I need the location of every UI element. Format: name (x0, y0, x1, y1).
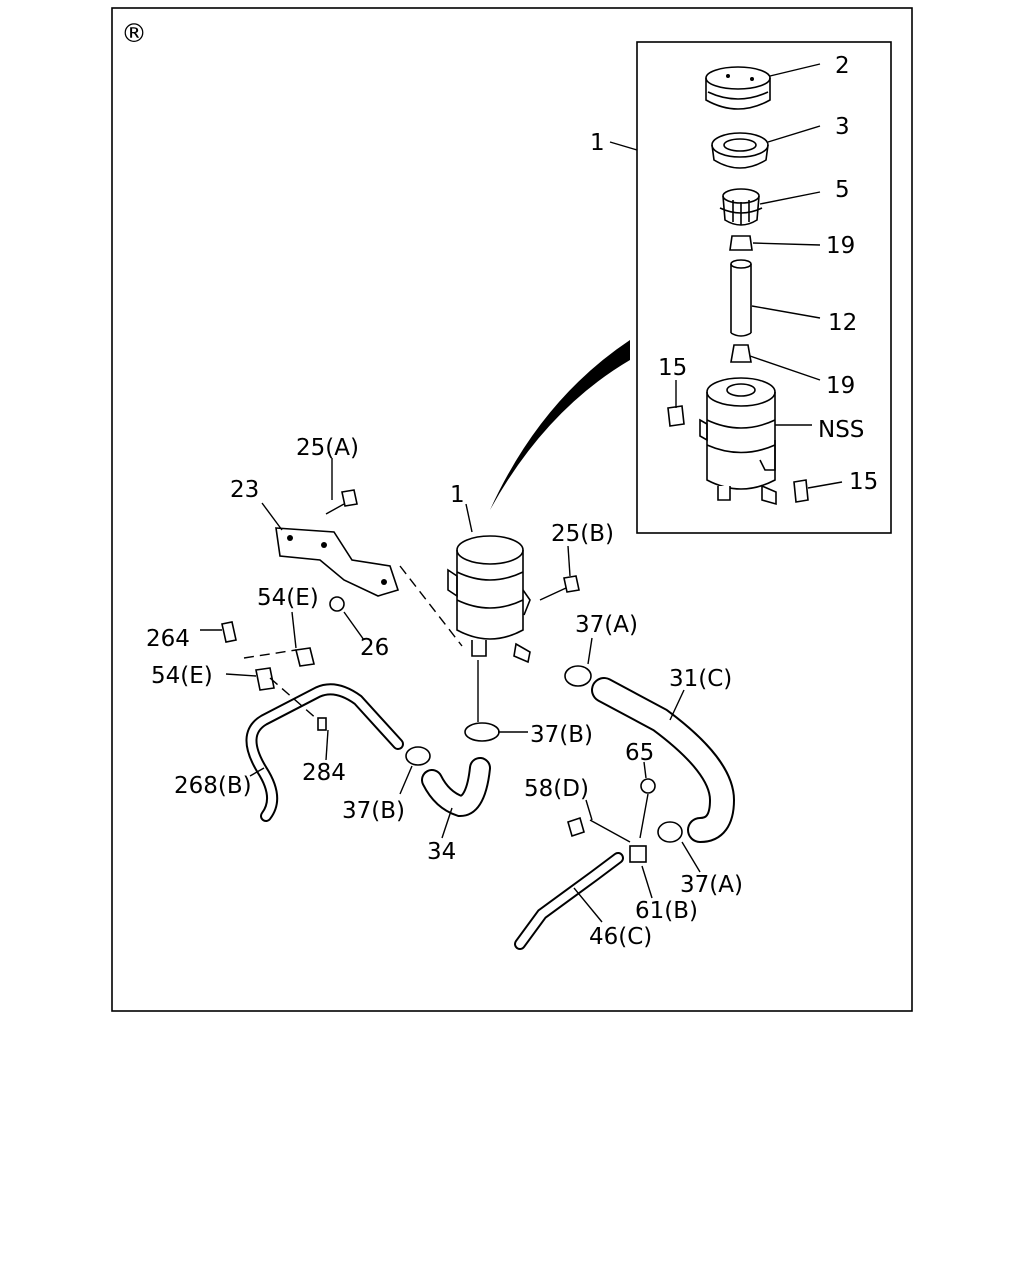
bolt-25b-part (539, 575, 580, 601)
registered-mark: ® (121, 19, 147, 49)
label-31c: 31(C) (669, 666, 732, 692)
label-nss: NSS (818, 417, 864, 443)
label-23: 23 (230, 477, 259, 503)
clip-left-part (667, 405, 685, 427)
strainer-part (719, 188, 763, 226)
label-1-main: 1 (450, 482, 465, 508)
bolt-58d-part (567, 816, 585, 838)
dashed-lines (243, 565, 463, 721)
label-25b: 25(B) (551, 521, 614, 547)
gasket-part (711, 132, 769, 169)
label-25a: 25(A) (296, 435, 359, 461)
fitting-61b-part (629, 845, 647, 863)
label-37b-low: 37(B) (342, 798, 405, 824)
label-37a-top: 37(A) (575, 612, 638, 638)
label-34: 34 (427, 839, 456, 865)
label-12: 12 (828, 310, 857, 336)
inset-callout-sweep (490, 340, 630, 510)
label-46c: 46(C) (589, 924, 652, 950)
label-284: 284 (302, 760, 346, 786)
label-37a-low: 37(A) (680, 872, 743, 898)
clip-right-part (793, 479, 809, 503)
bolt-264-part (221, 621, 237, 643)
label-54e-left: 54(E) (151, 663, 213, 689)
main-reservoir-part (447, 535, 531, 664)
clip-54e-left-part (255, 667, 275, 691)
main-leader-lines (200, 458, 701, 923)
diagram-frame (111, 7, 913, 1012)
bolt-25a-part (325, 489, 358, 515)
label-15-left: 15 (658, 355, 687, 381)
clamp-37b-mid-part (464, 722, 500, 742)
label-19-bottom: 19 (826, 373, 855, 399)
clamp-37a-low-part (657, 821, 683, 843)
inset-leader-lines (609, 63, 843, 489)
reservoir-body-part (699, 377, 777, 506)
label-65: 65 (625, 740, 654, 766)
label-5: 5 (835, 177, 850, 203)
nut-26-part (329, 596, 345, 612)
label-37b-mid: 37(B) (530, 722, 593, 748)
inset-frame (636, 41, 892, 534)
label-2: 2 (835, 53, 850, 79)
part-labels: 1 2 3 5 19 12 19 15 NSS 15 25(A) 23 1 25… (146, 53, 878, 950)
label-3: 3 (835, 114, 850, 140)
label-26: 26 (360, 635, 389, 661)
label-54e-top: 54(E) (257, 585, 319, 611)
label-61b: 61(B) (635, 898, 698, 924)
cap-part (705, 66, 771, 110)
label-1-inset: 1 (590, 130, 605, 156)
label-268b: 268(B) (174, 773, 252, 799)
label-58d: 58(D) (524, 776, 589, 802)
label-15-right: 15 (849, 469, 878, 495)
bolt-284-part (317, 717, 327, 731)
bushing-bottom-part (730, 344, 752, 363)
fitting-65-part (640, 778, 656, 794)
bushing-top-part (729, 235, 753, 251)
pipe-part (730, 259, 752, 337)
clip-54e-top-part (295, 647, 315, 667)
clamp-37a-top-part (564, 665, 592, 687)
clamp-37b-low-part (405, 746, 431, 766)
label-19-top: 19 (826, 233, 855, 259)
label-264: 264 (146, 626, 190, 652)
bracket-part (275, 527, 400, 597)
